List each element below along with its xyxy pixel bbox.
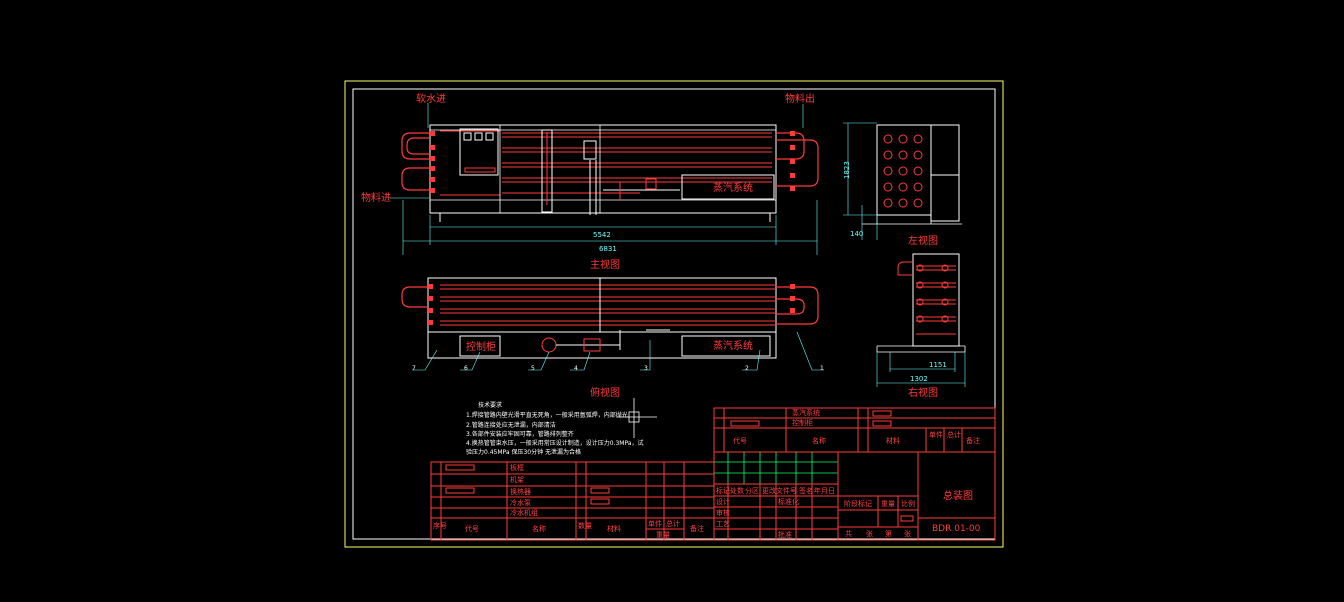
approval-check: 审核 xyxy=(716,508,730,517)
approval-standard: 标准化 xyxy=(778,497,799,506)
bom-header-single: 单件 xyxy=(929,430,943,439)
inner-border xyxy=(352,88,996,540)
title-block xyxy=(430,407,996,541)
part-number: 5 xyxy=(531,365,535,372)
bom-lower-header-code: 代号 xyxy=(465,524,479,533)
approval-process: 工艺 xyxy=(716,520,730,528)
feed-in-label: 物料进 xyxy=(361,191,391,204)
stage-weight: 重量 xyxy=(881,500,895,508)
note-line: 验压力0.45MPa 保压30分钟 无泄漏为合格 xyxy=(466,448,581,456)
bom-lower-header-material: 材料 xyxy=(607,524,621,533)
outer-border xyxy=(344,80,1004,548)
bom-lower-item: 换热器 xyxy=(510,487,531,496)
approval-mark: 标记 xyxy=(716,486,730,495)
foot-dim: 140 xyxy=(850,230,863,238)
front-view xyxy=(390,103,819,255)
bom-upper-item: 控制柜 xyxy=(792,418,813,427)
approval-count: 处数 xyxy=(730,486,744,495)
note-line: 2.管路连接处应无泄漏，内部清洁 xyxy=(466,421,556,429)
stage-scale: 比例 xyxy=(901,499,915,508)
bom-lower-header-name: 名称 xyxy=(532,524,546,533)
bom-lower-item: 冷水机组 xyxy=(510,508,538,517)
part-number: 3 xyxy=(644,365,648,372)
bom-header-code: 代号 xyxy=(733,436,747,445)
water-in-label: 软水进 xyxy=(416,92,446,105)
bom-header-remark: 备注 xyxy=(966,436,980,445)
approval-date: 年月日 xyxy=(814,486,835,495)
right-inner-width-dim: 1151 xyxy=(929,361,947,369)
right-view xyxy=(876,253,966,387)
front-view-title: 主视图 xyxy=(590,258,620,271)
part-number: 7 xyxy=(412,365,416,372)
right-outer-width-dim: 1302 xyxy=(910,375,928,383)
approval-approve: 批准 xyxy=(778,530,792,539)
notes-title: 技术要求 xyxy=(478,401,502,409)
inner-length-dim: 5542 xyxy=(593,231,611,239)
part-number: 4 xyxy=(574,365,578,372)
approval-design: 设计 xyxy=(716,497,730,506)
overall-length-dim: 6831 xyxy=(599,245,617,253)
sheet-of-label: 第 xyxy=(885,529,892,538)
approval-sign: 签名 xyxy=(799,486,813,495)
control-box-label: 控制柜 xyxy=(466,340,496,353)
right-view-title: 右视图 xyxy=(908,386,938,399)
bom-lower-header-single: 单件 xyxy=(648,519,662,528)
feed-out-label: 物料出 xyxy=(785,92,815,105)
bom-header-name: 名称 xyxy=(812,436,826,445)
bom-lower-header-seq: 序号 xyxy=(433,521,447,530)
bom-lower-item: 冷水泵 xyxy=(510,498,531,507)
stage-mark: 阶段标记 xyxy=(844,499,872,508)
bom-header-total: 总计 xyxy=(947,430,961,439)
top-view xyxy=(401,277,824,371)
bom-lower-item: 机架 xyxy=(510,475,524,484)
bom-upper-item: 蒸汽系统 xyxy=(792,408,820,417)
top-view-title: 俯视图 xyxy=(590,386,620,399)
note-line: 4.换热管管束水压，一般采用常压设计制造，设计压力0.3MPa，试 xyxy=(466,439,643,447)
part-number: 1 xyxy=(820,365,824,372)
bom-lower-header-weight: 重量 xyxy=(656,531,670,539)
approval-change-no: 更改文件号 xyxy=(762,486,797,495)
steam-system-label: 蒸汽系统 xyxy=(713,181,753,194)
bom-lower-header-remark: 备注 xyxy=(690,524,704,533)
center-crosshair xyxy=(617,398,657,438)
sheet-label-2: 张 xyxy=(904,529,911,538)
part-number: 6 xyxy=(464,365,468,372)
left-view-title: 左视图 xyxy=(908,234,938,247)
bom-header-material: 材料 xyxy=(886,436,900,445)
drawing-number: BDR 01-00 xyxy=(932,524,981,534)
note-line: 3.各部件安装应牢固可靠，管路排列整齐 xyxy=(466,430,574,438)
sheet-total-label: 共 xyxy=(845,529,852,538)
part-number: 2 xyxy=(745,365,749,372)
left-view xyxy=(843,122,962,240)
sheet-label: 张 xyxy=(866,529,873,538)
note-line: 1.焊接管路内壁光滑平直无死角，一般采用氩弧焊，内部抛光 xyxy=(466,411,628,419)
drawing-name: 总装图 xyxy=(943,489,973,502)
bom-lower-header-qty: 数量 xyxy=(578,521,592,530)
bom-lower-header-total: 总计 xyxy=(666,519,680,528)
bom-lower-item: 板框 xyxy=(510,463,524,472)
approval-zone: 分区 xyxy=(745,486,759,495)
height-dim: 1823 xyxy=(843,161,851,179)
steam-system-top-label: 蒸汽系统 xyxy=(713,339,753,352)
